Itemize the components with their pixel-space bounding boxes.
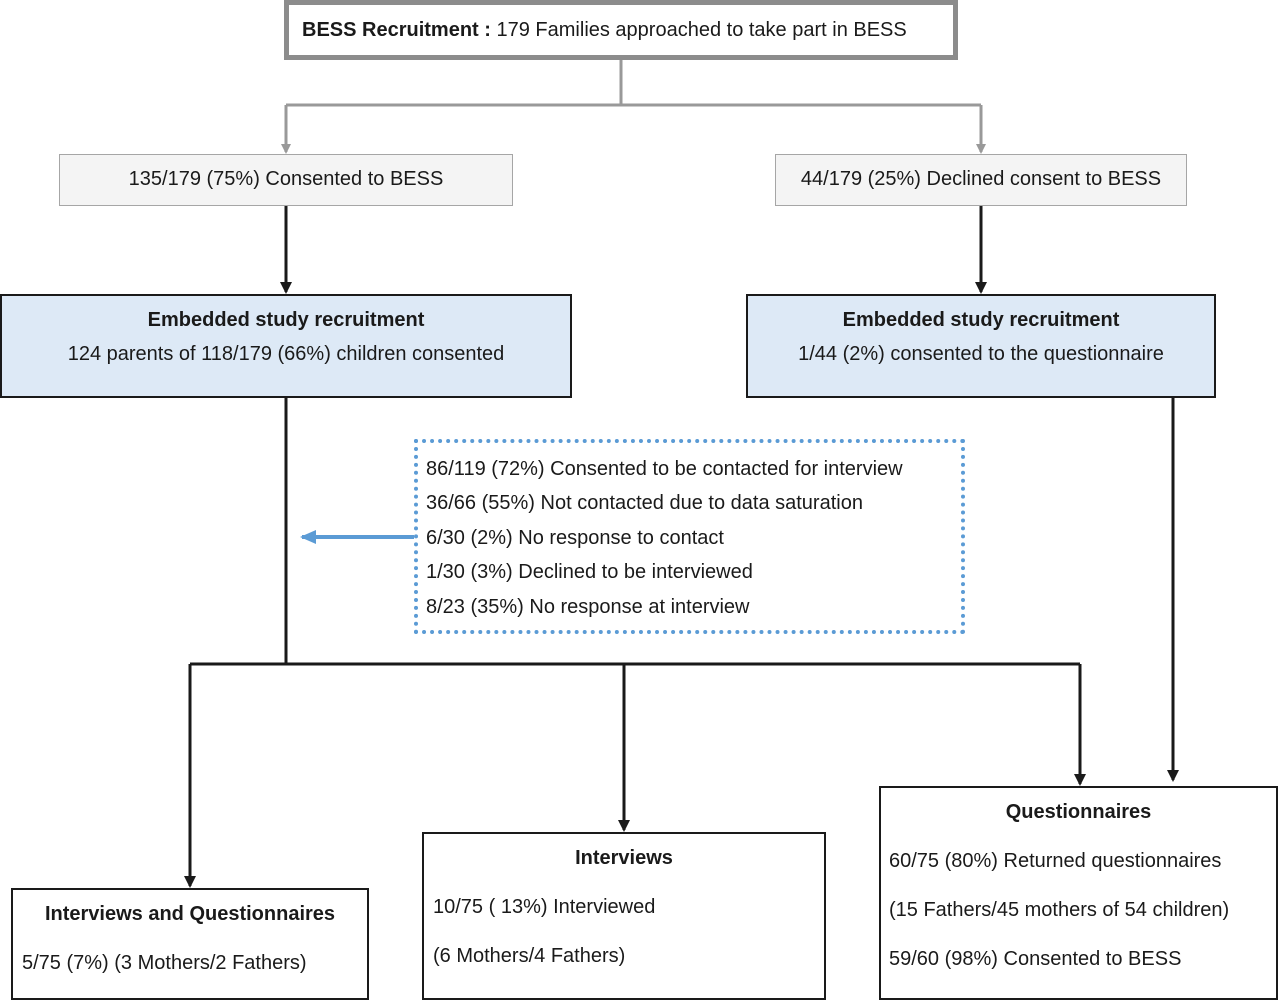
left-trunk-connector xyxy=(184,398,1086,888)
embedded-left-text: 124 parents of 118/179 (66%) children co… xyxy=(67,343,505,365)
embedded-right-title: Embedded study recruitment xyxy=(842,309,1120,331)
embedded-right-text: 1/44 (2%) consented to the questionnaire xyxy=(798,343,1164,365)
consented-text: 135/179 (75%) Consented to BESS xyxy=(128,168,444,190)
exclusion-item: 86/119 (72%) Consented to be contacted f… xyxy=(426,458,903,480)
exclusion-item: 8/23 (35%) No response at interview xyxy=(426,596,750,618)
exclusion-item: 1/30 (3%) Declined to be interviewed xyxy=(426,561,753,583)
interviews-line1: 10/75 ( 13%) Interviewed xyxy=(433,896,656,918)
questionnaires-box: Questionnaires 60/75 (80%) Returned ques… xyxy=(879,786,1278,1000)
interviews-questionnaires-line1: 5/75 (7%) (3 Mothers/2 Fathers) xyxy=(22,952,307,974)
questionnaires-line1: 60/75 (80%) Returned questionnaires xyxy=(889,850,1222,872)
questionnaires-title: Questionnaires xyxy=(1005,801,1152,823)
top-split-connector xyxy=(281,60,986,154)
questionnaires-line3: 59/60 (98%) Consented to BESS xyxy=(889,948,1182,970)
interviews-questionnaires-box: Interviews and Questionnaires 5/75 (7%) … xyxy=(11,888,369,1000)
consented-box: 135/179 (75%) Consented to BESS xyxy=(59,154,513,206)
declined-text: 44/179 (25%) Declined consent to BESS xyxy=(800,168,1162,190)
exclusion-item: 36/66 (55%) Not contacted due to data sa… xyxy=(426,492,863,514)
embedded-right-box: Embedded study recruitment 1/44 (2%) con… xyxy=(746,294,1216,398)
recruitment-box: BESS Recruitment : 179 Families approach… xyxy=(284,0,958,60)
questionnaires-line2: (15 Fathers/45 mothers of 54 children) xyxy=(889,899,1230,921)
declined-box: 44/179 (25%) Declined consent to BESS xyxy=(775,154,1187,206)
recruitment-description: 179 Families approached to take part in … xyxy=(496,19,907,41)
recruitment-text: BESS Recruitment : 179 Families approach… xyxy=(302,18,907,42)
interviews-questionnaires-title: Interviews and Questionnaires xyxy=(44,903,336,925)
exclusion-item: 6/30 (2%) No response to contact xyxy=(426,527,724,549)
exclusion-box: 86/119 (72%) Consented to be contacted f… xyxy=(414,439,965,634)
interviews-title: Interviews xyxy=(575,847,673,869)
interviews-box: Interviews 10/75 ( 13%) Interviewed (6 M… xyxy=(422,832,826,1000)
recruitment-label: BESS Recruitment : xyxy=(302,19,491,41)
embedded-left-title: Embedded study recruitment xyxy=(147,309,425,331)
interviews-line2: (6 Mothers/4 Fathers) xyxy=(433,945,626,967)
embedded-left-box: Embedded study recruitment 124 parents o… xyxy=(0,294,572,398)
